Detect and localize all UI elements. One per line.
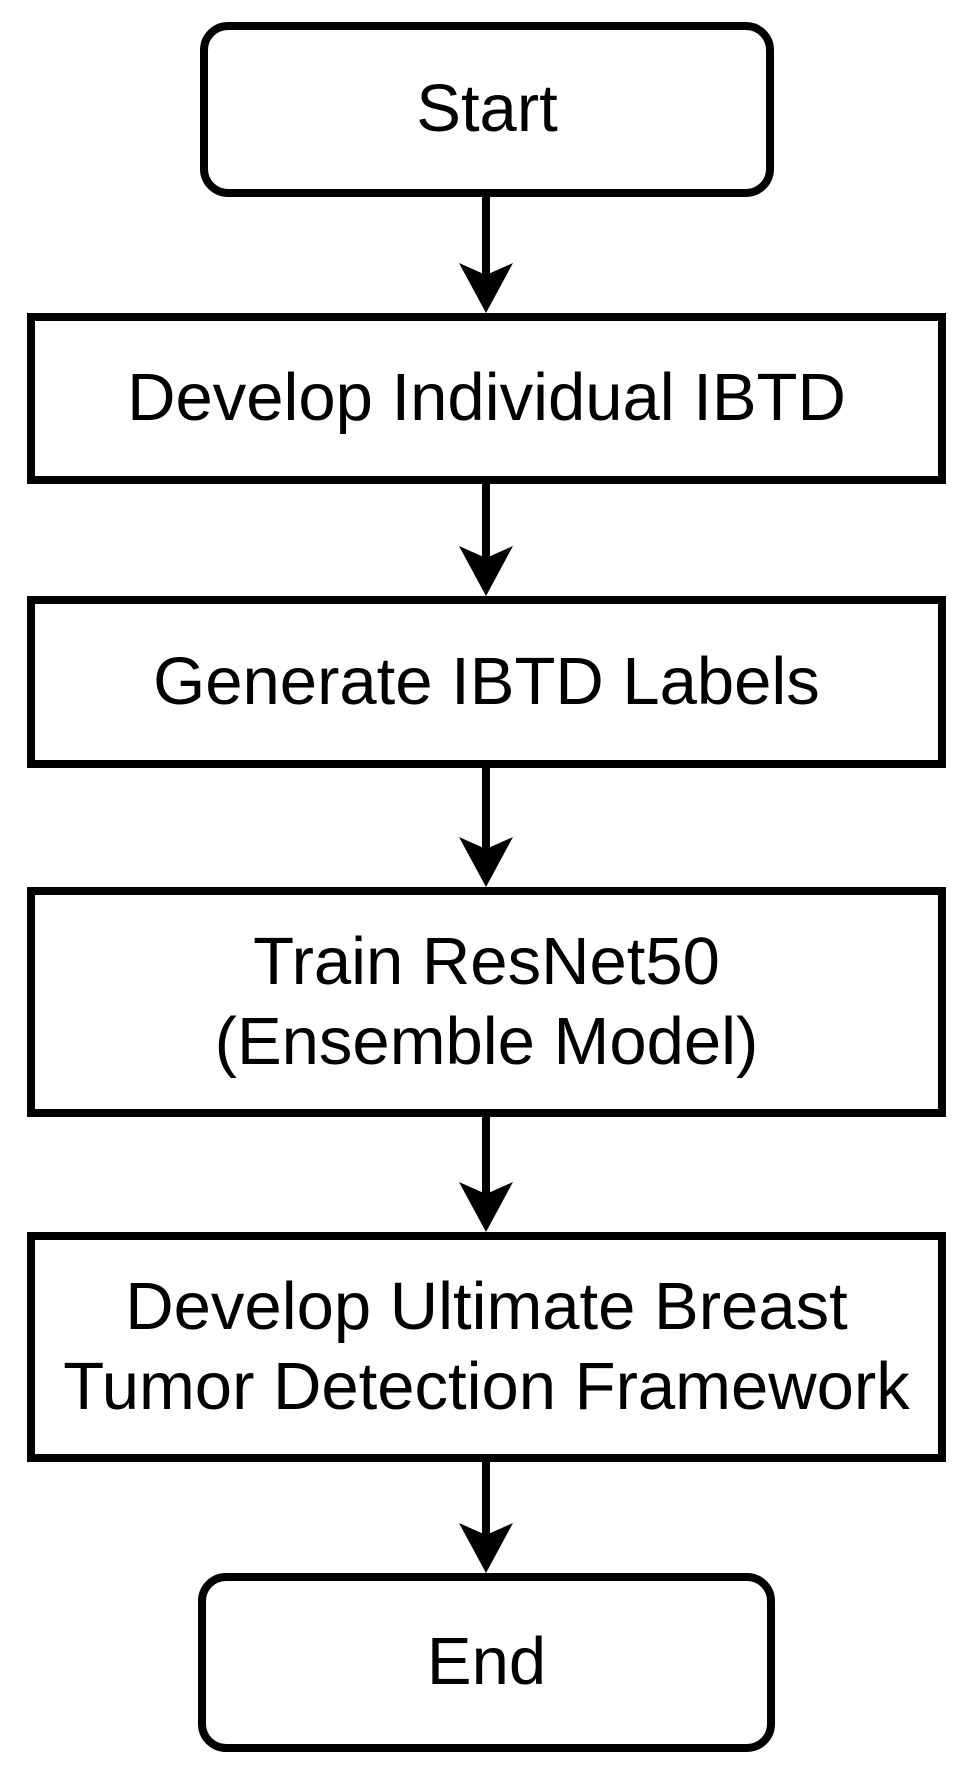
arrowhead-down-icon xyxy=(459,263,513,313)
arrowhead-down-icon xyxy=(459,1523,513,1573)
flow-arrow-start-to-develop xyxy=(459,197,513,313)
flowchart-node-framework: Develop Ultimate Breast Tumor Detection … xyxy=(27,1232,946,1462)
flow-arrow-develop-to-generate xyxy=(459,484,513,596)
node-develop-ibtd-label: Develop Individual IBTD xyxy=(127,360,846,436)
flow-arrow-generate-to-train xyxy=(459,768,513,887)
node-framework-label: Develop Ultimate Breast Tumor Detection … xyxy=(63,1268,910,1424)
node-start-label: Start xyxy=(416,71,558,147)
flowchart-node-end: End xyxy=(198,1573,775,1752)
flowchart-node-generate-labels: Generate IBTD Labels xyxy=(27,596,946,768)
flowchart-node-start: Start xyxy=(200,22,774,197)
arrowhead-down-icon xyxy=(459,546,513,596)
arrowhead-down-icon xyxy=(459,837,513,887)
arrowhead-down-icon xyxy=(459,1182,513,1232)
node-generate-labels-label: Generate IBTD Labels xyxy=(153,643,820,719)
node-train-resnet-label: Train ResNet50 (Ensemble Model) xyxy=(214,923,759,1079)
flowchart-node-train-resnet: Train ResNet50 (Ensemble Model) xyxy=(27,887,946,1117)
flowchart-node-develop-ibtd: Develop Individual IBTD xyxy=(27,313,946,484)
flow-arrow-train-to-framework xyxy=(459,1117,513,1232)
flow-arrow-framework-to-end xyxy=(459,1462,513,1573)
node-end-label: End xyxy=(426,1624,547,1700)
